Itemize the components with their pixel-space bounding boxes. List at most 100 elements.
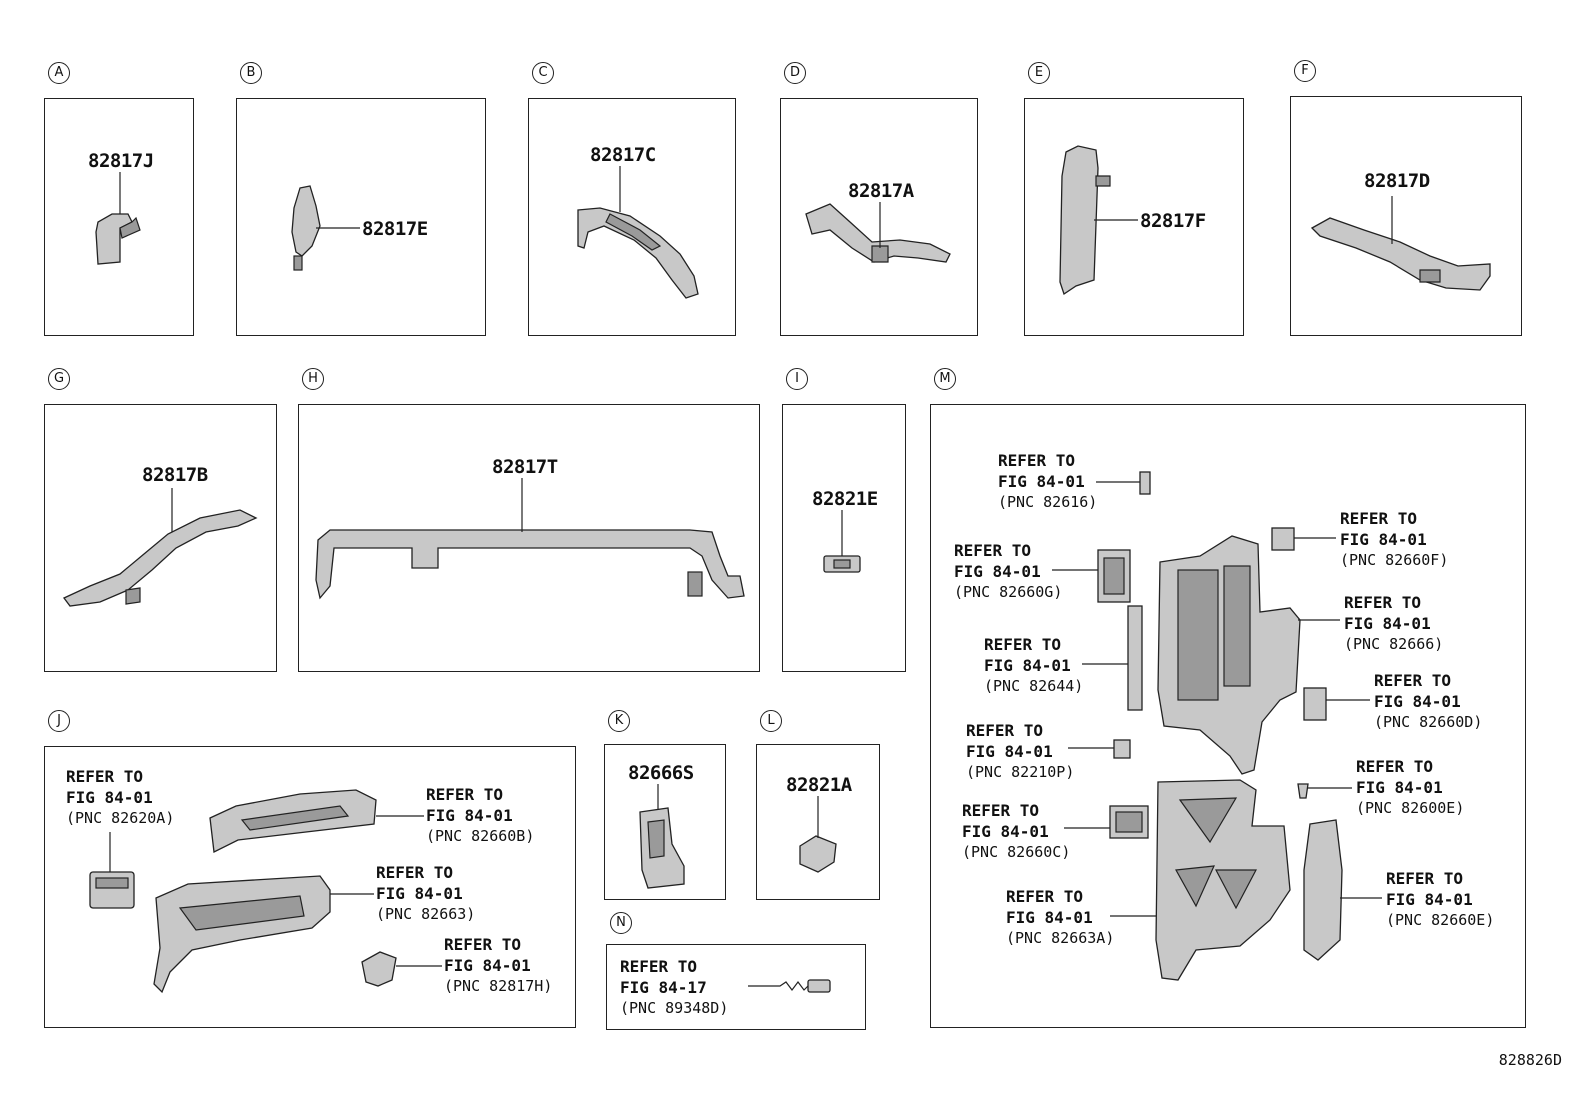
part-82644-drawing	[1082, 605, 1143, 711]
panel-tag-b: B	[240, 62, 262, 84]
panel-tag-f: F	[1294, 60, 1316, 82]
ref-82660g: REFER TO FIG 84-01 (PNC 82660G)	[954, 540, 1062, 603]
ref-82210p: REFER TO FIG 84-01 (PNC 82210P)	[966, 720, 1074, 783]
ref-82644: REFER TO FIG 84-01 (PNC 82644)	[984, 634, 1083, 697]
part-82821e-drawing	[823, 510, 861, 573]
ref-line1: REFER TO	[966, 721, 1044, 740]
ref-82600e: REFER TO FIG 84-01 (PNC 82600E)	[1356, 756, 1464, 819]
ref-line1: REFER TO	[1374, 671, 1452, 690]
ref-line1: REFER TO	[426, 785, 504, 804]
part-82660c-drawing	[1064, 805, 1149, 839]
panel-tag-m: M	[934, 368, 956, 390]
part-82817c-drawing	[577, 166, 699, 299]
ref-line1: REFER TO	[1344, 593, 1422, 612]
ref-line1: REFER TO	[1356, 757, 1434, 776]
ref-line2: FIG 84-01	[1006, 908, 1093, 927]
panel-tag-e: E	[1028, 62, 1050, 84]
ref-line1: REFER TO	[620, 957, 698, 976]
part-82210p-drawing	[1068, 739, 1131, 759]
ref-pnc: (PNC 82620A)	[66, 809, 175, 827]
panel-tag-d: D	[784, 62, 806, 84]
panel-tag-i: I	[786, 368, 808, 390]
part-82821a-drawing	[799, 796, 837, 873]
ref-82660c: REFER TO FIG 84-01 (PNC 82660C)	[962, 800, 1070, 863]
ref-82663a: REFER TO FIG 84-01 (PNC 82663A)	[1006, 886, 1114, 949]
ref-line2: FIG 84-01	[962, 822, 1049, 841]
ref-pnc: (PNC 82660G)	[954, 583, 1063, 601]
part-82663a-drawing	[1110, 779, 1291, 981]
ref-line1: REFER TO	[444, 935, 522, 954]
part-82666s-drawing	[639, 784, 685, 889]
ref-pnc: (PNC 82660D)	[1374, 713, 1483, 731]
part-82817j-drawing	[95, 172, 141, 265]
part-89348d-drawing	[748, 979, 831, 993]
part-82817t-drawing	[315, 478, 745, 600]
ref-89348d: REFER TO FIG 84-17 (PNC 89348D)	[620, 956, 728, 1019]
panel-tag-l: L	[760, 710, 782, 732]
panel-i	[782, 404, 906, 672]
ref-line2: FIG 84-01	[1356, 778, 1443, 797]
ref-pnc: (PNC 82663)	[376, 905, 476, 923]
panel-tag-h: H	[302, 368, 324, 390]
ref-line1: REFER TO	[376, 863, 454, 882]
ref-82663: REFER TO FIG 84-01 (PNC 82663)	[376, 862, 475, 925]
panel-tag-k: K	[608, 710, 630, 732]
part-82663-drawing	[153, 875, 374, 994]
ref-pnc: (PNC 82660C)	[962, 843, 1071, 861]
panel-tag-g: G	[48, 368, 70, 390]
ref-pnc: (PNC 82817H)	[444, 977, 553, 995]
part-82660g-drawing	[1052, 549, 1131, 603]
ref-pnc: (PNC 82660F)	[1340, 551, 1449, 569]
ref-82666: REFER TO FIG 84-01 (PNC 82666)	[1344, 592, 1443, 655]
part-82817f-drawing	[1059, 145, 1138, 296]
part-label-82817e: 82817E	[362, 218, 428, 240]
ref-82620a: REFER TO FIG 84-01 (PNC 82620A)	[66, 766, 174, 829]
ref-pnc: (PNC 82666)	[1344, 635, 1444, 653]
ref-line2: FIG 84-17	[620, 978, 707, 997]
ref-pnc: (PNC 82663A)	[1006, 929, 1115, 947]
ref-line1: REFER TO	[954, 541, 1032, 560]
ref-line1: REFER TO	[1386, 869, 1464, 888]
part-label-82817f: 82817F	[1140, 210, 1206, 232]
part-label-82817j: 82817J	[88, 150, 154, 172]
ref-pnc: (PNC 82210P)	[966, 763, 1075, 781]
ref-line2: FIG 84-01	[444, 956, 531, 975]
panel-tag-j: J	[48, 710, 70, 732]
ref-line2: FIG 84-01	[426, 806, 513, 825]
ref-82660e: REFER TO FIG 84-01 (PNC 82660E)	[1386, 868, 1494, 931]
relay-box-main-drawing	[1157, 535, 1301, 775]
panel-f	[1290, 96, 1522, 336]
part-82600e-drawing	[1297, 783, 1352, 799]
ref-line1: REFER TO	[998, 451, 1076, 470]
panel-tag-n: N	[610, 912, 632, 934]
part-82817b-drawing	[62, 488, 258, 607]
ref-line2: FIG 84-01	[998, 472, 1085, 491]
ref-line1: REFER TO	[66, 767, 144, 786]
ref-line1: REFER TO	[1006, 887, 1084, 906]
part-label-82817t: 82817T	[492, 456, 558, 478]
ref-line2: FIG 84-01	[966, 742, 1053, 761]
ref-pnc: (PNC 89348D)	[620, 999, 729, 1017]
ref-82660d: REFER TO FIG 84-01 (PNC 82660D)	[1374, 670, 1482, 733]
ref-82817h: REFER TO FIG 84-01 (PNC 82817H)	[444, 934, 552, 997]
ref-line1: REFER TO	[962, 801, 1040, 820]
ref-line2: FIG 84-01	[1386, 890, 1473, 909]
part-label-82817d: 82817D	[1364, 170, 1430, 192]
panel-g	[44, 404, 277, 672]
ref-line2: FIG 84-01	[954, 562, 1041, 581]
panel-tag-a: A	[48, 62, 70, 84]
part-label-82817a: 82817A	[848, 180, 914, 202]
part-82817a-drawing	[805, 202, 951, 263]
ref-82660f: REFER TO FIG 84-01 (PNC 82660F)	[1340, 508, 1448, 571]
part-82616-drawing	[1096, 471, 1151, 495]
ref-pnc: (PNC 82660B)	[426, 827, 535, 845]
part-label-82821e: 82821E	[812, 488, 878, 510]
ref-line2: FIG 84-01	[1344, 614, 1431, 633]
figure-code: 828826D	[1498, 1051, 1562, 1069]
part-82817h-drawing	[361, 951, 442, 987]
part-label-82817b: 82817B	[142, 464, 208, 486]
ref-pnc: (PNC 82660E)	[1386, 911, 1495, 929]
part-label-82817c: 82817C	[590, 144, 656, 166]
ref-82660b: REFER TO FIG 84-01 (PNC 82660B)	[426, 784, 534, 847]
